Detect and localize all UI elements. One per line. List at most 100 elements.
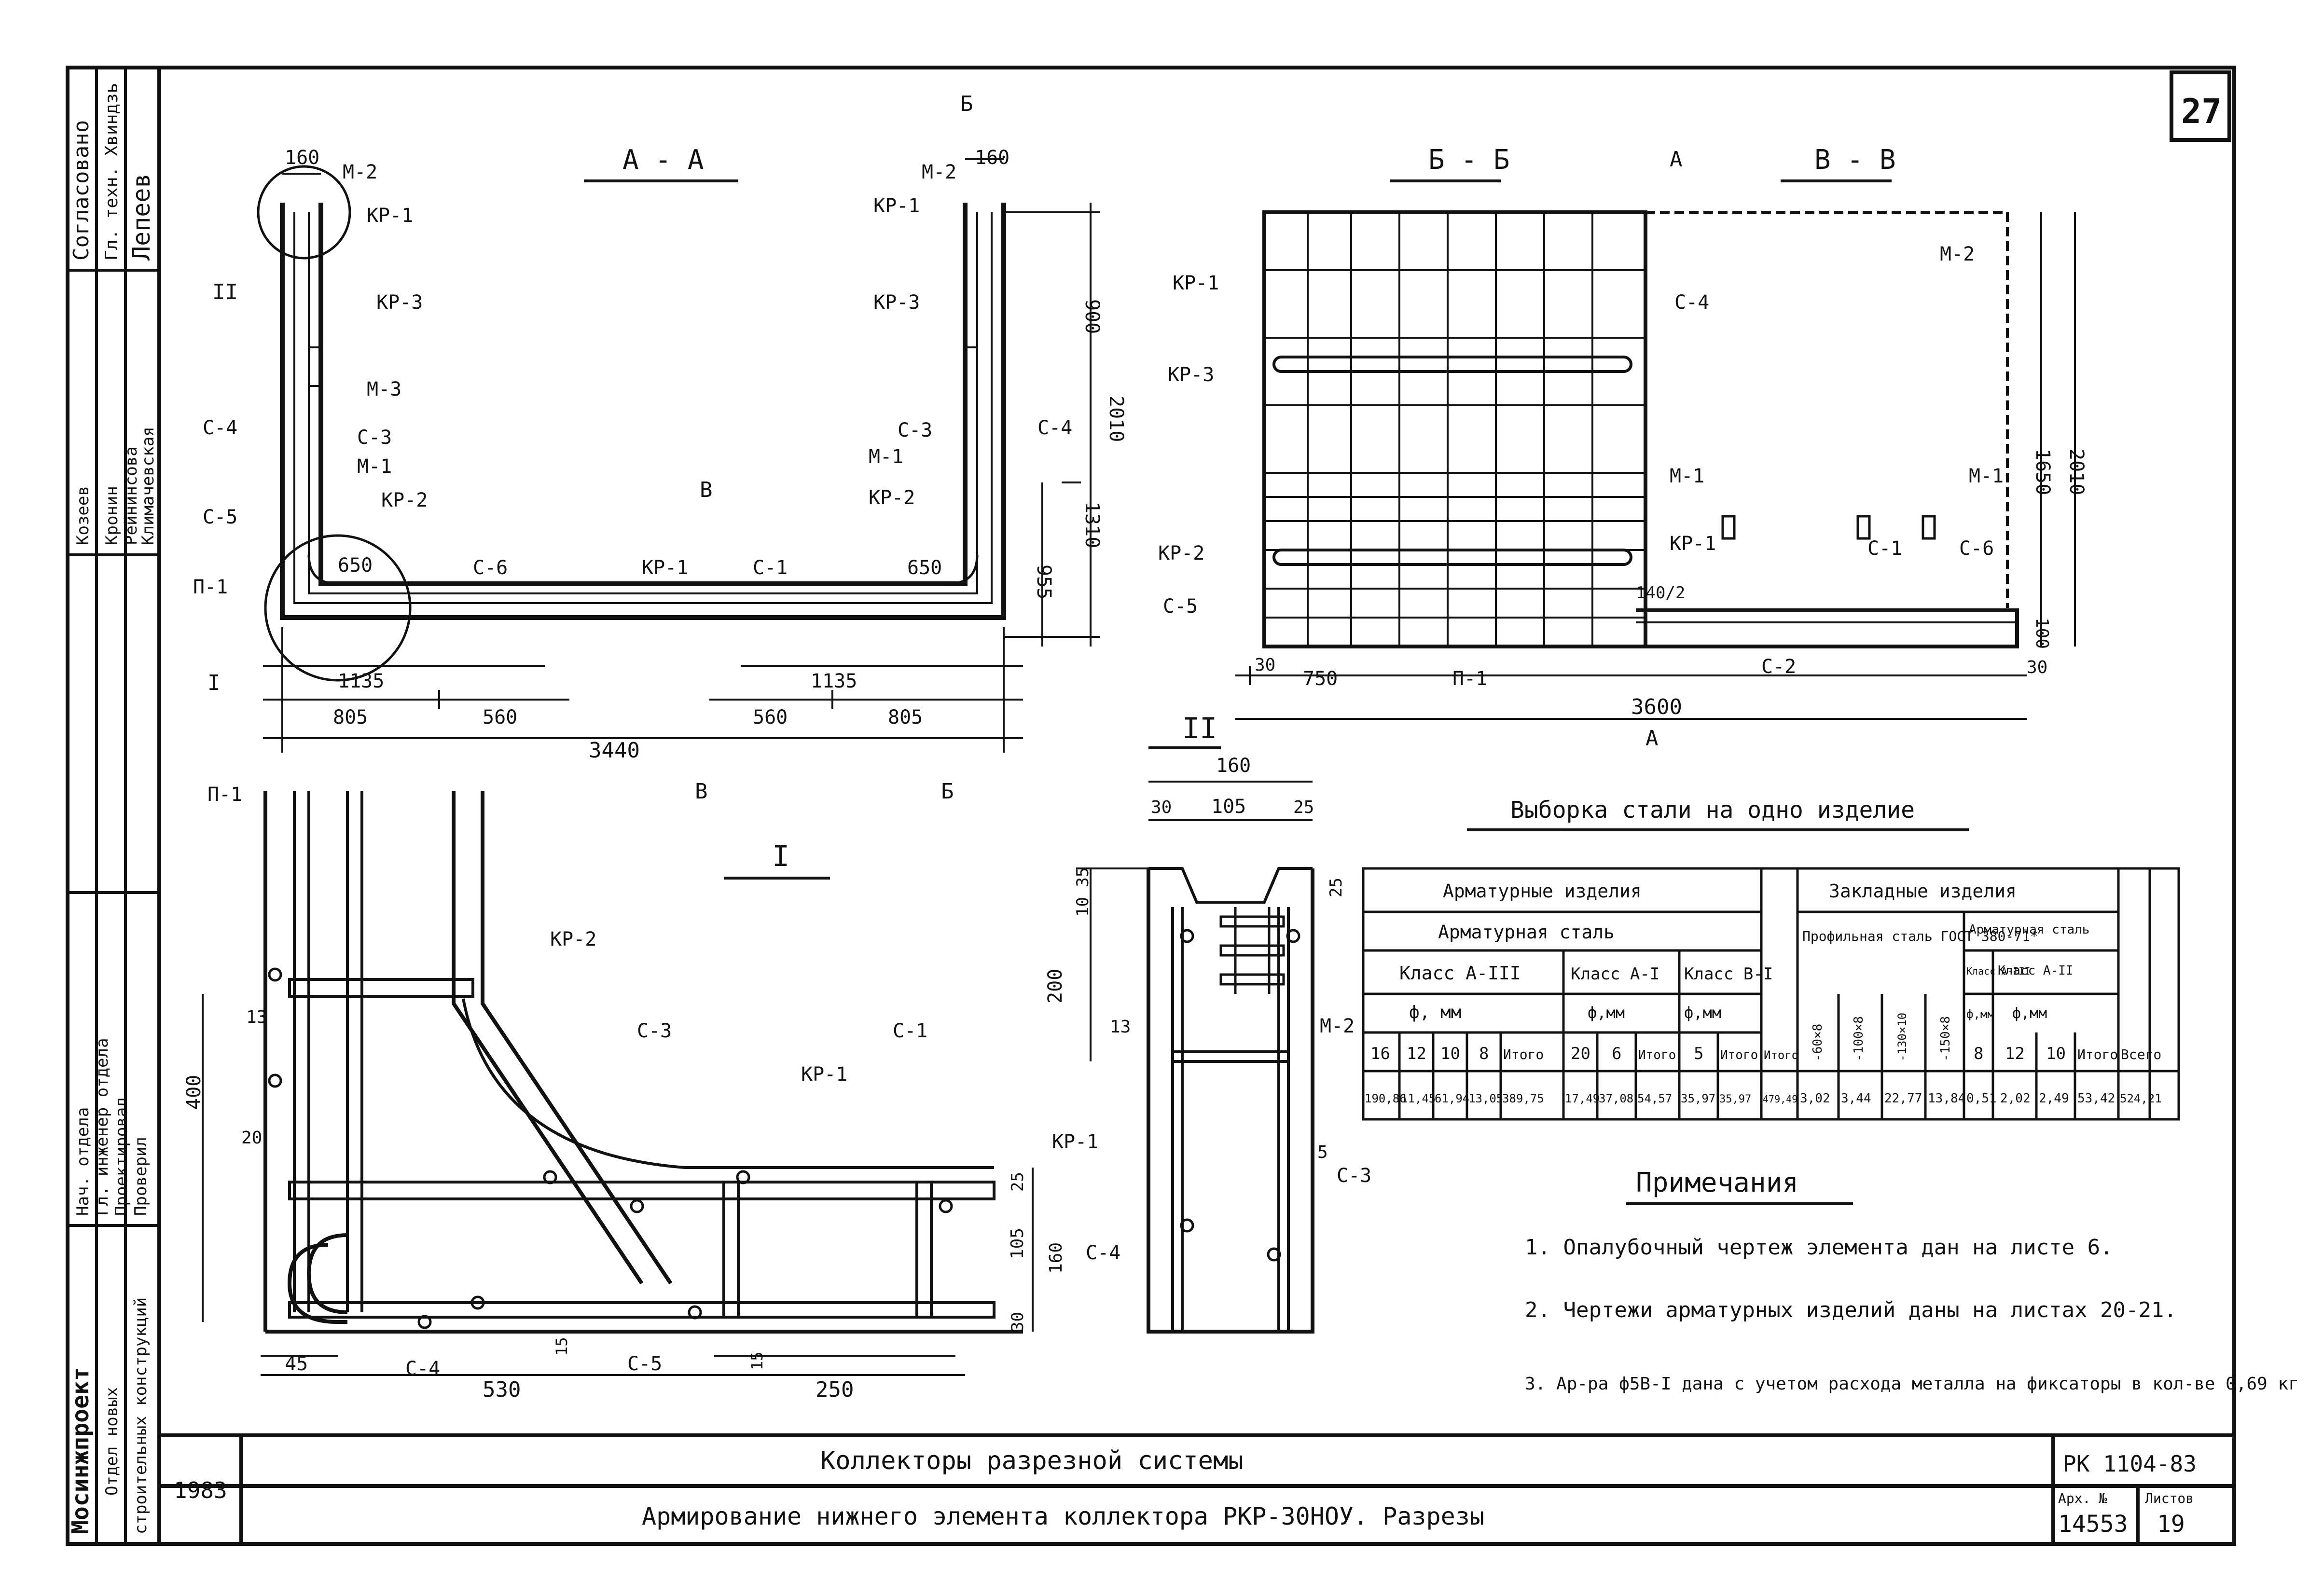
note-1: 1. Опалубочный чертеж элемента дан на ли… [1525,1235,2113,1260]
tv-4: 13,05 [1468,1092,1503,1105]
label-b-d30-left: 30 [1255,655,1275,675]
label-d1-d25: 25 [1008,1172,1027,1192]
label-d2-d25: 25 [1293,798,1314,817]
notes-title: Примечания [1636,1167,1798,1198]
label-d2-d10-35: 10 35 [1073,867,1092,917]
label-a-c3-right: С-3 [898,419,932,441]
steel-table: Выборка стали на одно изделие [1362,797,2180,1121]
th-diam-a1: ф,мм [1588,1004,1625,1022]
label-a-roman2: II [212,280,238,304]
label-a-d1135-right: 1135 [811,670,857,692]
label-d1-d105: 105 [1008,1228,1027,1259]
th-embedded-items: Закладные изделия [1829,881,2017,902]
label-d1-d13: 13 [246,1007,267,1027]
label-d2-d5: 5 [1317,1142,1328,1162]
label-a-cut-v: В [700,478,713,502]
tv-19: 53,42 [2077,1091,2115,1106]
label-b-c6: С-6 [1959,537,1994,560]
section-a-a: А - А [257,144,1100,753]
th-emb-a3-8: 8 [1974,1044,1983,1063]
detail-1-title: I [772,839,789,873]
label-d1-d30: 30 [1008,1312,1027,1332]
detail-2-title: II [1182,712,1217,745]
label-b-d3600: 3600 [1631,695,1682,719]
label-a-m1-left: М-1 [357,455,392,478]
th-a1-20: 20 [1571,1044,1590,1063]
label-a-m3: М-3 [367,378,401,400]
stamp-role-3: Проектировал [112,1097,131,1216]
th-a1-total: Итого [1638,1048,1676,1062]
th-profile-150x8: -150×8 [1938,1016,1953,1061]
label-d2-c3: С-3 [1337,1165,1371,1187]
label-a-m1-right: М-1 [869,446,903,468]
cut-a-bottom: А [1645,726,1659,751]
th-emb-class-a2: Класс А-II [1998,963,2074,978]
label-b-c5: С-5 [1163,595,1198,618]
label-d2-d160: 160 [1216,755,1251,777]
sheet-archive-label: Арх. № [2058,1490,2107,1506]
tv-11: 479,49 [1763,1093,1797,1105]
label-d1-c5: С-5 [627,1353,662,1375]
label-a-d560-left: 560 [483,706,517,729]
label-a-kr3-right: КР-3 [873,291,920,314]
label-b-kr1: КР-1 [1173,272,1219,294]
section-b-b: Б - Б В - В А А [1235,144,2076,751]
label-b-c4: С-4 [1674,291,1709,314]
th-emb-armature: Арматурная сталь [1969,922,2089,937]
tv-20: 524,21 [2120,1092,2162,1105]
label-b-kr2: КР-2 [1158,542,1204,564]
label-a-d560-right: 560 [753,706,788,729]
detail-2: II [1076,712,1314,1334]
detail-1-labels: П-1 В Б КР-2 13 С-3 С-1 КР-1 400 20 25 1… [183,779,1066,1402]
label-d1-d250: 250 [816,1377,854,1402]
th-class-a3: Класс А-III [1399,963,1521,984]
label-d1-c3: С-3 [637,1020,672,1042]
tv-10: 35,97 [1719,1093,1751,1105]
tv-1: 190,86 [1365,1092,1407,1105]
stamp-signature: Лепеев [127,173,155,261]
th-diam-b1: ф,мм [1684,1004,1721,1022]
stamp-role-4: Проверил [131,1137,151,1216]
sheet-list-label: Листов [2145,1490,2194,1506]
label-a-kr2-left: КР-2 [381,489,428,511]
label-b-kr1-v: КР-1 [1670,533,1716,555]
th-grand-total: Всего [2121,1046,2161,1062]
sheet-archive-number: 14553 [2058,1511,2128,1538]
label-a-cut-b: Б [960,92,973,116]
stamp-role-2: Гл. инженер отдела [93,1038,112,1216]
stamp-person-4: Климачевская [138,427,158,545]
th-profile-130x10: -130×10 [1895,1013,1909,1061]
section-a-title: А - А [622,144,704,176]
th-emb-a2-12: 12 [2005,1044,2025,1063]
tv-7: 37,08 [1599,1092,1633,1105]
label-d1-d160: 160 [1046,1242,1066,1274]
stamp-org-dept: Отдел новых [102,1387,122,1496]
note-3: 3. Ар-ра ф5В-I дана с учетом расхода мет… [1525,1374,2309,1394]
stamp-person-1: Козеев [73,486,93,545]
label-a-kr1-right: КР-1 [873,195,920,217]
label-d1-d400: 400 [183,1075,205,1110]
table-title: Выборка стали на одно изделие [1510,797,1915,824]
label-d1-p1: П-1 [207,784,242,806]
label-d1-kr2: КР-2 [550,928,596,950]
th-armature-grand: Итого [1764,1048,1798,1062]
stamp-chief-engineer: Гл. техн. Хвиндзь [102,83,122,261]
th-emb-diam-a2: ф,мм [2012,1005,2047,1022]
tv-16: 0,51 [1966,1091,1997,1106]
section-b-title: Б - Б [1428,144,1510,176]
label-d2-kr1: КР-1 [1052,1131,1098,1153]
label-a-c5-left: С-5 [203,506,237,528]
tv-13: 3,44 [1841,1091,1871,1106]
label-a-d900: 900 [1081,299,1103,334]
th-a3-8: 8 [1479,1044,1489,1063]
th-emb-a2-10: 10 [2046,1044,2066,1063]
stamp-person-2: Кронин [102,486,122,545]
label-a-m2-left: М-2 [343,161,377,183]
sheet-title-sub: Армирование нижнего элемента коллектора … [642,1502,1484,1530]
label-b-m2: М-2 [1940,243,1975,265]
th-a1-6: 6 [1612,1044,1621,1063]
label-a-kr1-left: КР-1 [367,205,413,227]
sheet-title-main: Коллекторы разрезной системы [820,1446,1244,1475]
stamp-person-3: Рейнинсова [122,446,141,545]
th-a3-16: 16 [1370,1044,1390,1063]
